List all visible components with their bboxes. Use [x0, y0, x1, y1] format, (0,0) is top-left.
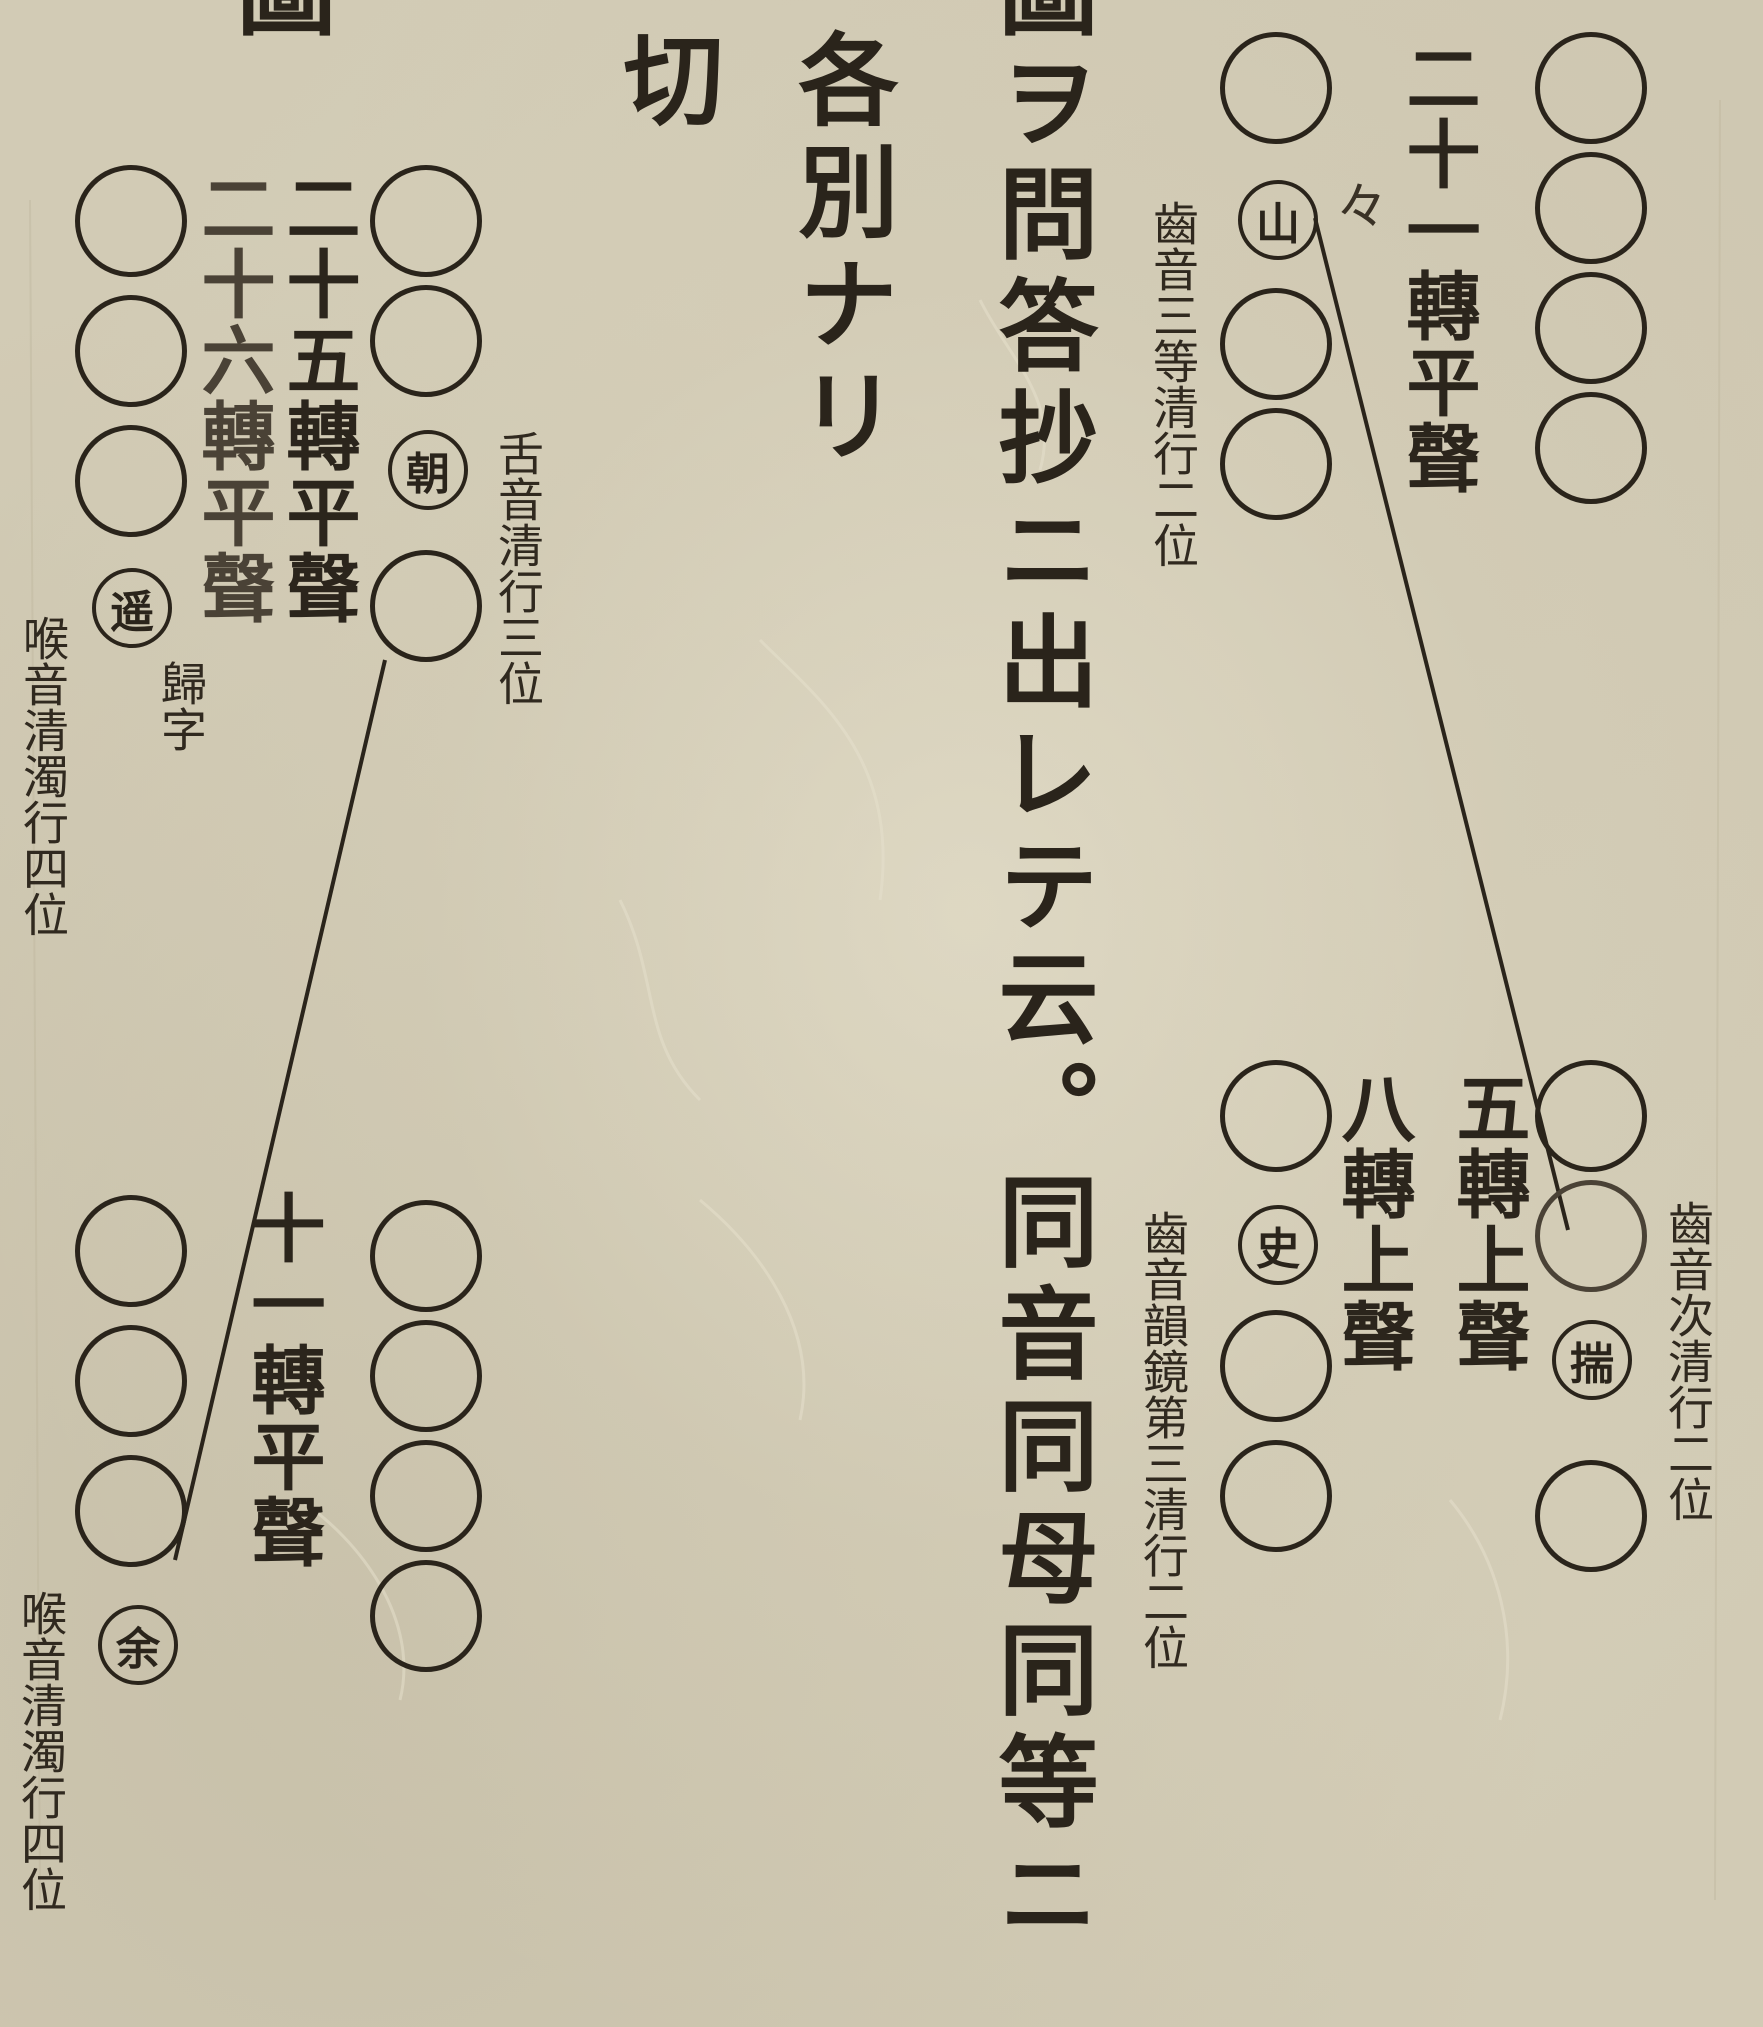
empty-circle: [1220, 408, 1332, 520]
main-text-column-a: 圖ヲ問答抄ニ出レテ云。同音同母同等ニ: [981, 0, 1099, 1954]
empty-circle: [1535, 1180, 1647, 1292]
empty-circle: [370, 1560, 482, 1672]
label-twenty-five-level: 二十五轉平聲: [274, 170, 360, 626]
label-eighth-rising: 八轉上聲: [1329, 1070, 1415, 1374]
circle-char-yao: 遥: [92, 568, 172, 648]
line-shan-to-chui: [1313, 217, 1570, 1231]
circle-char-shi: 史: [1238, 1205, 1318, 1285]
label-twenty-one-level: 二十一轉平聲: [1394, 40, 1480, 496]
empty-circle: [370, 550, 482, 662]
circle-char-shan: 山: [1238, 180, 1318, 260]
circle-char-yu: 余: [98, 1605, 178, 1685]
top-fragment-char: 圖: [219, 0, 337, 50]
empty-circle: [75, 295, 187, 407]
note-yu: 喉音清濁行四位: [14, 1590, 68, 1912]
empty-circle: [370, 285, 482, 397]
label-eleventh-level: 十一轉平聲: [239, 1190, 325, 1570]
main-text-column-b: 各別ナリ: [781, 28, 899, 476]
empty-circle: [370, 1320, 482, 1432]
empty-circle: [75, 165, 187, 277]
annotation-mark: 々: [1336, 178, 1389, 238]
label-twenty-six-level: 二十六轉平聲: [189, 170, 275, 626]
circle-char-chui: 揣: [1552, 1320, 1632, 1400]
note-return-char: 歸字: [154, 660, 208, 752]
main-text-column-c: 切: [606, 28, 724, 140]
empty-circle: [370, 1440, 482, 1552]
empty-circle: [1220, 1440, 1332, 1552]
empty-circle: [1535, 392, 1647, 504]
note-shi: 齒音韻鏡第三清行二位: [1136, 1210, 1190, 1670]
empty-circle: [370, 165, 482, 277]
empty-circle: [1220, 1060, 1332, 1172]
note-chui: 齒音次清行二位: [1661, 1200, 1715, 1522]
empty-circle: [75, 1325, 187, 1437]
empty-circle: [1535, 152, 1647, 264]
note-yao: 喉音清濁行四位: [16, 615, 70, 937]
empty-circle: [370, 1200, 482, 1312]
circle-char-chao: 朝: [388, 430, 468, 510]
empty-circle: [75, 1195, 187, 1307]
empty-circle: [1535, 32, 1647, 144]
label-fifth-rising: 五轉上聲: [1444, 1070, 1530, 1374]
empty-circle: [1535, 1060, 1647, 1172]
note-chao: 舌音清行三位: [491, 430, 545, 706]
empty-circle: [1535, 272, 1647, 384]
empty-circle: [1535, 1460, 1647, 1572]
empty-circle: [75, 1455, 187, 1567]
note-shan: 齒音三等清行二位: [1146, 200, 1200, 568]
empty-circle: [1220, 1310, 1332, 1422]
line-chao-to-yu: [173, 659, 387, 1561]
empty-circle: [75, 425, 187, 537]
empty-circle: [1220, 32, 1332, 144]
empty-circle: [1220, 288, 1332, 400]
